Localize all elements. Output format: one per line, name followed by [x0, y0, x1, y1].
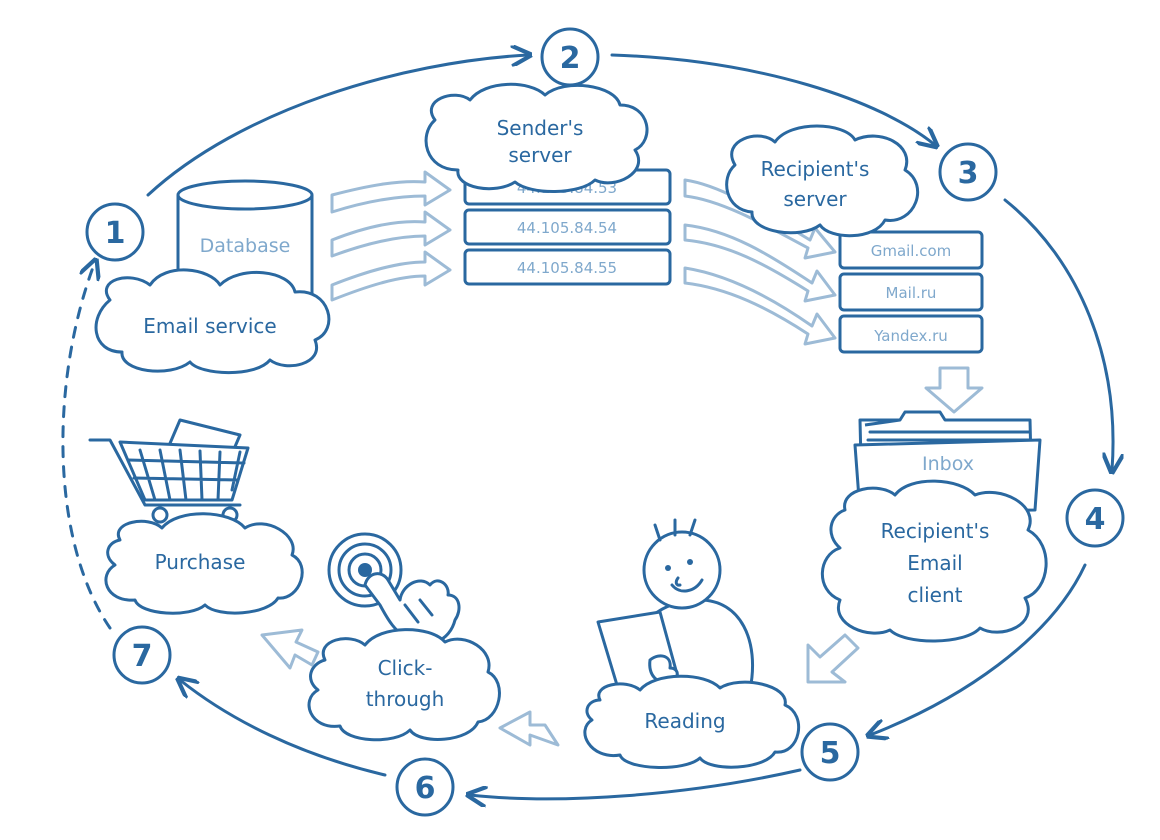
step-5-badge: 5 [800, 722, 860, 782]
step-1-badge: 1 [85, 202, 145, 262]
click-through-label-line2: through [366, 687, 445, 711]
arrow-6-to-7 [180, 680, 387, 777]
arrow-2-to-3 [610, 53, 935, 145]
sender-server-label-line2: server [508, 143, 572, 167]
email-service-label: Email service [143, 314, 277, 338]
arrow-4-to-5 [870, 563, 1087, 735]
inbox-label: Inbox [922, 453, 974, 475]
arrow-1-to-2 [146, 55, 528, 197]
purchase-cloud: Purchase [104, 512, 304, 615]
sender-server-label-line1: Sender's [497, 116, 584, 140]
step-6-badge: 6 [395, 757, 455, 817]
client-label-line3: client [908, 583, 963, 607]
email-service-cloud: Email service [94, 268, 331, 375]
step-4-badge: 4 [1065, 488, 1125, 548]
purchase-label: Purchase [155, 550, 246, 574]
client-label-line1: Recipient's [881, 519, 990, 543]
step-7-badge: 7 [112, 625, 172, 685]
ip-2-label: 44.105.84.54 [517, 219, 617, 237]
domain-gmail-label: Gmail.com [871, 242, 952, 260]
reading-label: Reading [644, 709, 725, 733]
step-5-number: 5 [820, 736, 841, 771]
recipient-email-client-cloud: Recipient's Email client [820, 479, 1048, 643]
step-1-number: 1 [105, 216, 126, 251]
step-3-number: 3 [958, 156, 979, 191]
click-through-label-line1: Click- [378, 656, 433, 680]
step-2-number: 2 [560, 41, 581, 76]
sender-server-cloud: Sender's server [424, 82, 649, 193]
ip-3-label: 44.105.84.55 [517, 259, 617, 277]
step-3-badge: 3 [938, 142, 998, 202]
reading-to-click-arrow [498, 710, 560, 747]
recipient-server-label-line1: Recipient's [761, 157, 870, 181]
recipient-server-label-line2: server [783, 187, 847, 211]
recipient-server-cloud: Recipient's server [725, 124, 920, 238]
click-through-cloud: Click- through [307, 628, 501, 742]
arrow-5-to-6 [470, 768, 802, 799]
domain-mailru-label: Mail.ru [886, 284, 937, 302]
shopping-cart-icon [88, 418, 250, 524]
click-to-purchase-arrow [260, 628, 320, 670]
arrow-3-to-4 [1003, 198, 1113, 470]
step-2-badge: 2 [540, 27, 600, 87]
domains-to-inbox-arrow [924, 366, 984, 414]
step-6-number: 6 [415, 771, 436, 806]
reading-cloud: Reading [583, 674, 801, 769]
step-7-number: 7 [132, 639, 153, 674]
client-to-reading-arrow [806, 633, 860, 684]
step-4-number: 4 [1085, 502, 1106, 537]
reader-person-icon [596, 518, 755, 697]
client-label-line2: Email [907, 551, 963, 575]
domain-yandex-label: Yandex.ru [873, 327, 948, 345]
db-to-server-arrows [330, 170, 452, 302]
database-label: Database [200, 235, 291, 257]
recipient-domains-stack: Gmail.com Mail.ru Yandex.ru [838, 230, 984, 354]
arrow-7-to-1-dashed [61, 262, 112, 630]
